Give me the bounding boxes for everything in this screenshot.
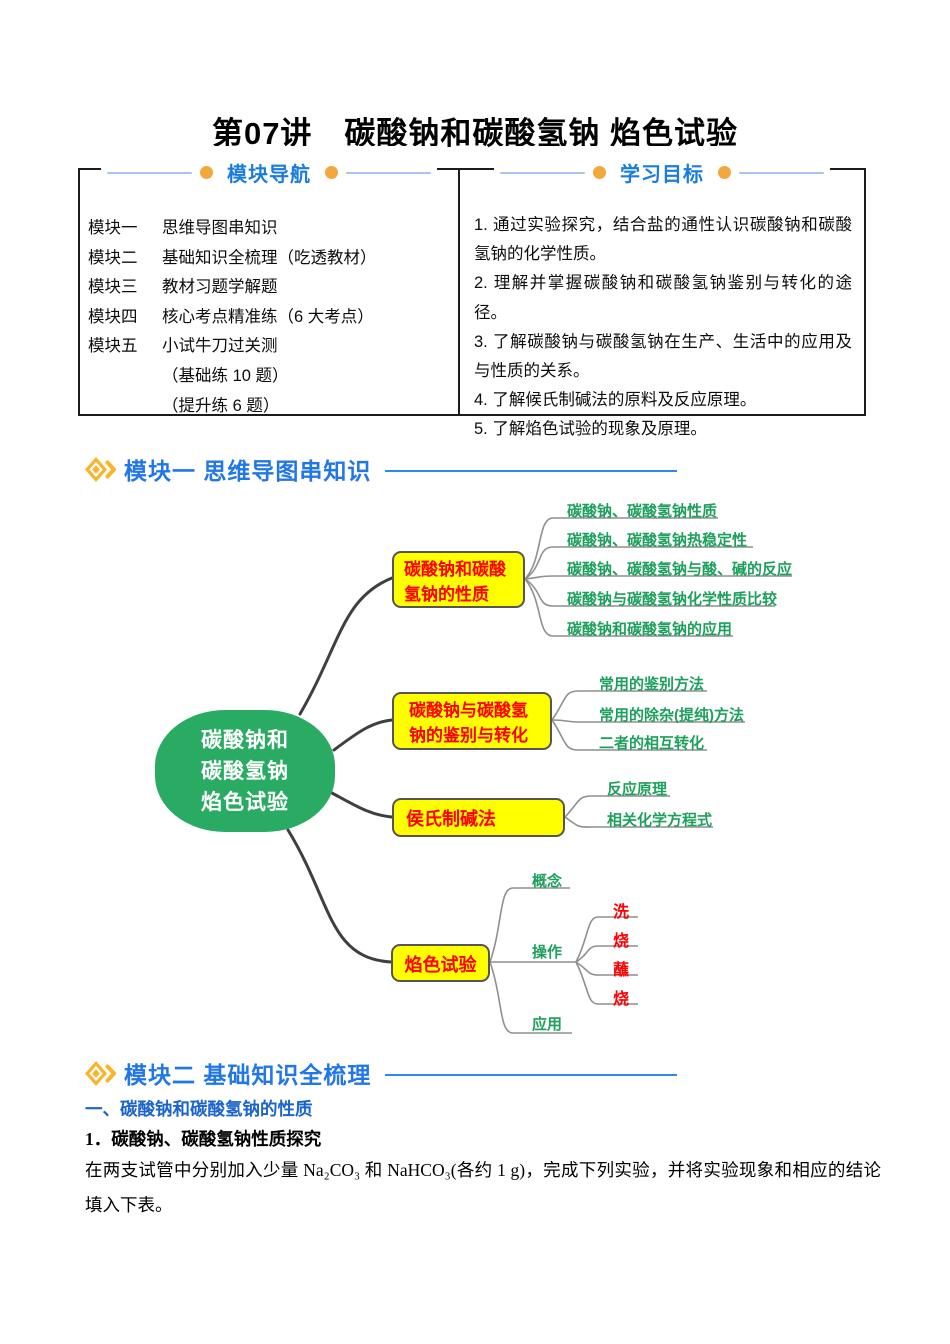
nav-row: 模块一 思维导图串知识	[88, 214, 458, 244]
dot-icon	[200, 166, 213, 179]
center-node-line: 碳酸氢钠	[201, 759, 289, 783]
section-heading: 1．碳酸钠、碳酸氢钠性质探究	[85, 1129, 322, 1149]
module-rule-line	[385, 1074, 678, 1076]
nav-row-text: 思维导图串知识	[162, 219, 278, 237]
nav-row-text: （提升练 6 题）	[162, 396, 280, 415]
mindmap-branch-flame-test: 焰色试验	[391, 944, 490, 982]
goal-item: 5. 了解焰色试验的现象及原理。	[474, 420, 707, 439]
module-rule-line	[385, 470, 678, 472]
nav-panel-title: 模块导航	[227, 164, 311, 186]
nav-row-text: 基础知识全梳理（吃透教材）	[162, 248, 377, 267]
decor-line	[500, 171, 585, 174]
nav-row-label	[88, 362, 162, 392]
mindmap-step-leaf: 蘸	[613, 962, 630, 979]
goals-list: 1. 通过实验探究，结合盐的通性认识碳酸钠和碳酸氢钠的化学性质。 2. 理解并掌…	[460, 170, 864, 445]
center-node-line: 焰色试验	[201, 790, 289, 814]
mindmap-leaf: 碳酸钠、碳酸氢钠热稳定性	[567, 532, 748, 549]
mindmap-leaf: 碳酸钠、碳酸氢钠性质	[567, 503, 718, 520]
nav-row-text: 核心考点精准练（6 大考点）	[162, 307, 374, 326]
top-box: 模块导航 模块一 思维导图串知识 模块二 基础知识全梳理（吃透教材） 模块三 教材习题…	[78, 146, 866, 438]
mindmap-branch-properties: 碳酸钠和碳酸氢钠的性质	[392, 551, 525, 608]
mindmap-branch-hou-process: 侯氏制碱法	[392, 798, 565, 837]
goals-panel-title: 学习目标	[620, 164, 704, 186]
nav-row: 模块二 基础知识全梳理（吃透教材）	[88, 244, 458, 274]
nav-row: 模块五 小试牛刀过关测	[88, 332, 458, 362]
goal-item: 3. 了解碳酸钠与碳酸氢钠在生产、生活中的应用及与性质的关系。	[474, 332, 852, 381]
mindmap-leaf: 操作	[532, 944, 563, 961]
section-subtitle: 一、碳酸钠和碳酸氢钠的性质	[85, 1099, 313, 1119]
mindmap-step-leaf: 烧	[613, 933, 630, 950]
nav-row-text: 小试牛刀过关测	[162, 337, 278, 356]
decor-line	[107, 171, 192, 174]
nav-row-label: 模块五	[88, 337, 138, 356]
mindmap-leaf: 概念	[532, 873, 563, 890]
mindmap-leaf: 常用的除杂(提纯)方法	[599, 707, 744, 724]
goal-item: 1. 通过实验探究，结合盐的通性认识碳酸钠和碳酸氢钠的化学性质。	[474, 216, 852, 264]
nav-row-label: 模块一	[88, 219, 138, 237]
nav-row: 模块三 教材习题学解题	[88, 273, 458, 303]
module2-header: 模块二 基础知识全梳理	[84, 1056, 678, 1090]
nav-row-label: 模块三	[88, 278, 138, 297]
nav-row: （提升练 6 题）	[88, 392, 458, 422]
mindmap-leaf: 碳酸钠与碳酸氢钠化学性质比较	[567, 591, 778, 608]
mindmap-leaf: 碳酸钠和碳酸氢钠的应用	[567, 621, 733, 638]
module-diamond-icon	[84, 1060, 116, 1087]
nav-panel-header: 模块导航	[101, 146, 437, 191]
nav-row-text: （基础练 10 题）	[162, 366, 289, 385]
dot-icon	[593, 166, 606, 179]
dot-icon	[325, 166, 338, 179]
mindmap-center-node: 碳酸钠和 碳酸氢钠 焰色试验	[155, 710, 335, 832]
mindmap-leaf: 应用	[532, 1016, 563, 1033]
goal-item: 2. 理解并掌握碳酸钠和碳酸氢钠鉴别与转化的途径。	[474, 274, 852, 322]
mindmap-leaf: 相关化学方程式	[607, 812, 713, 829]
goal-item: 4. 了解候氏制碱法的原料及反应原理。	[474, 391, 757, 410]
center-node-line: 碳酸钠和	[201, 728, 289, 752]
decor-line	[739, 171, 824, 174]
nav-row: 模块四 核心考点精准练（6 大考点）	[88, 303, 458, 333]
nav-list: 模块一 思维导图串知识 模块二 基础知识全梳理（吃透教材） 模块三 教材习题学解题 模…	[80, 170, 458, 421]
module2-title: 模块二 基础知识全梳理	[124, 1062, 372, 1088]
nav-row-label	[88, 392, 162, 422]
module-diamond-icon	[84, 456, 116, 483]
mindmap-leaf: 反应原理	[607, 781, 668, 798]
page-title: 第07讲 碳酸钠和碳酸氢钠 焰色试验	[211, 116, 739, 151]
section-body-text: 在两支试管中分别加入少量 Na₂CO₃ 和 NaHCO₃(各约 1 g)，完成下…	[85, 1160, 881, 1215]
dot-icon	[718, 166, 731, 179]
mindmap-leaf: 二者的相互转化	[599, 735, 705, 752]
mindmap-leaf: 碳酸钠、碳酸氢钠与酸、碱的反应	[567, 561, 793, 578]
nav-panel: 模块导航 模块一 思维导图串知识 模块二 基础知识全梳理（吃透教材） 模块三 教材习题…	[80, 146, 460, 415]
mindmap-leaf: 常用的鉴别方法	[599, 676, 705, 693]
nav-row-label: 模块二	[88, 248, 138, 267]
module1-header: 模块一 思维导图串知识	[84, 452, 678, 486]
goals-panel: 学习目标 1. 通过实验探究，结合盐的通性认识碳酸钠和碳酸氢钠的化学性质。 2.…	[460, 146, 864, 438]
goals-panel-header: 学习目标	[494, 146, 830, 191]
decor-line	[346, 171, 431, 174]
mindmap-step-leaf: 洗	[613, 904, 630, 921]
mindmap-step-leaf: 烧	[613, 991, 630, 1008]
nav-row-label: 模块四	[88, 307, 138, 326]
module1-title: 模块一 思维导图串知识	[124, 458, 372, 484]
nav-row-text: 教材习题学解题	[162, 278, 278, 297]
mindmap-branch-identify-convert: 碳酸钠与碳酸氢钠的鉴别与转化	[392, 692, 552, 750]
nav-row: （基础练 10 题）	[88, 362, 458, 392]
